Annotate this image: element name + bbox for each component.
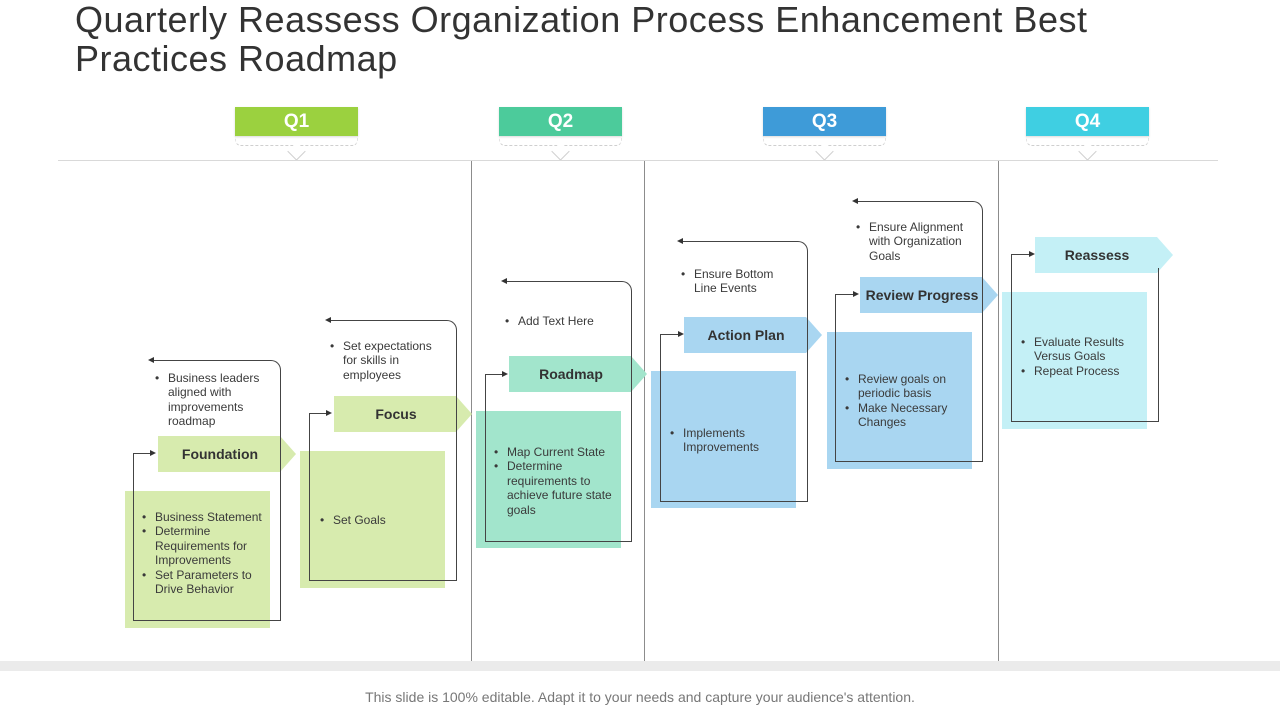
quarter-tab-q1: Q1 [235, 107, 358, 136]
stage-review-progress-item: Make Necessary Changes [845, 401, 972, 430]
stage-focus-loop-bottom [309, 580, 328, 581]
quarter-tab-q2: Q2 [499, 107, 622, 136]
stage-review-progress-loop-left [835, 294, 836, 462]
stage-roadmap-loop-left [485, 374, 486, 542]
stage-focus-arrow: Focus [334, 396, 472, 432]
stage-review-progress-loop [854, 201, 983, 462]
footer-band [0, 661, 1280, 671]
stage-foundation-item: Determine Requirements for Improvements [142, 524, 270, 567]
stage-reassess-loop-bottom [1011, 421, 1159, 422]
stage-review-progress-loop-bottom [835, 461, 855, 462]
stage-action-plan-arrow: Action Plan [684, 317, 822, 353]
stage-foundation-loop-left [133, 453, 134, 621]
stage-foundation-loop-bottom [133, 620, 151, 621]
stage-review-progress-note-text: Ensure Alignment with Organization Goals [856, 220, 975, 263]
stage-action-plan-loop-left [660, 334, 661, 502]
stage-roadmap-loop-bottom [485, 541, 504, 542]
stage-reassess-loop-entry [1011, 254, 1031, 255]
stage-review-progress-entry-arrowhead [853, 291, 859, 297]
stage-roadmap-arrow: Roadmap [509, 356, 647, 392]
stage-focus-loop-entry [309, 413, 328, 414]
stage-action-plan-loop-bottom [660, 501, 680, 502]
stage-action-plan-box: Implements Improvements [651, 371, 796, 508]
stage-focus-loop-arrowhead [325, 317, 331, 323]
stage-roadmap-item: Determine requirements to achieve future… [494, 459, 621, 517]
stage-reassess-box: Evaluate Results Versus Goals Repeat Pro… [1002, 292, 1147, 429]
stage-focus-box: Set Goals [300, 451, 445, 588]
quarter-divider-2 [644, 161, 645, 661]
stage-focus-item: Set Goals [320, 513, 445, 528]
stage-foundation-loop-arrowhead [148, 357, 154, 363]
stage-foundation-loop-entry [133, 453, 151, 454]
stage-roadmap-item: Map Current State [494, 445, 621, 460]
stage-roadmap-loop-arrowhead [501, 278, 507, 284]
stage-roadmap-box: Map Current State Determine requirements… [476, 411, 621, 548]
quarter-tab-q3: Q3 [763, 107, 886, 136]
page-title: Quarterly Reassess Organization Process … [75, 0, 1088, 79]
stage-reassess-loop-left [1011, 254, 1012, 422]
stage-action-plan-item: Implements Improvements [670, 426, 796, 455]
stage-action-plan-note: Ensure Bottom Line Events [676, 267, 796, 296]
stage-reassess-arrow: Reassess [1035, 237, 1173, 273]
stage-focus-note-text: Set expectations for skills in employees [330, 339, 445, 382]
quarter-divider-1 [471, 161, 472, 661]
stage-focus-note: Set expectations for skills in employees [325, 339, 445, 382]
stage-foundation-item: Set Parameters to Drive Behavior [142, 568, 270, 597]
quarter-divider-3 [998, 161, 999, 661]
stage-focus-loop [327, 320, 457, 581]
stage-roadmap-loop-entry [485, 374, 504, 375]
stage-action-plan-loop-arrowhead [677, 238, 683, 244]
stage-reassess-entry-arrowhead [1029, 251, 1035, 257]
stage-review-progress-box: Review goals on periodic basis Make Nece… [827, 332, 972, 469]
stage-roadmap-note: Add Text Here [500, 314, 620, 329]
stage-review-progress-loop-entry [835, 294, 855, 295]
stage-reassess-item: Repeat Process [1021, 364, 1147, 379]
header-divider [58, 160, 1218, 161]
stage-foundation-box: Business Statement Determine Requirement… [125, 491, 270, 628]
stage-foundation-entry-arrowhead [150, 450, 156, 456]
stage-action-plan-note-text: Ensure Bottom Line Events [681, 267, 796, 296]
stage-foundation-loop [150, 360, 281, 621]
stage-roadmap-entry-arrowhead [502, 371, 508, 377]
stage-focus-entry-arrowhead [326, 410, 332, 416]
stage-action-plan-loop-entry [660, 334, 680, 335]
quarter-tab-q4: Q4 [1026, 107, 1149, 136]
stage-reassess-item: Evaluate Results Versus Goals [1021, 335, 1147, 364]
stage-action-plan-entry-arrowhead [678, 331, 684, 337]
stage-review-progress-note: Ensure Alignment with Organization Goals [851, 220, 975, 263]
stage-review-progress-arrow: Review Progress [860, 277, 998, 313]
stage-foundation-note: Business leaders aligned with improvemen… [150, 371, 270, 429]
stage-review-progress-item: Review goals on periodic basis [845, 372, 972, 401]
stage-review-progress-loop-arrowhead [852, 198, 858, 204]
stage-focus-loop-left [309, 413, 310, 581]
stage-roadmap-note-text: Add Text Here [505, 314, 620, 329]
stage-foundation-item: Business Statement [142, 510, 270, 525]
stage-foundation-arrow: Foundation [158, 436, 296, 472]
stage-roadmap-loop [503, 281, 632, 542]
stage-reassess-loop-right [1158, 268, 1159, 422]
stage-action-plan-loop [679, 241, 808, 502]
footer-note: This slide is 100% editable. Adapt it to… [365, 689, 915, 705]
stage-foundation-note-text: Business leaders aligned with improvemen… [155, 371, 270, 429]
